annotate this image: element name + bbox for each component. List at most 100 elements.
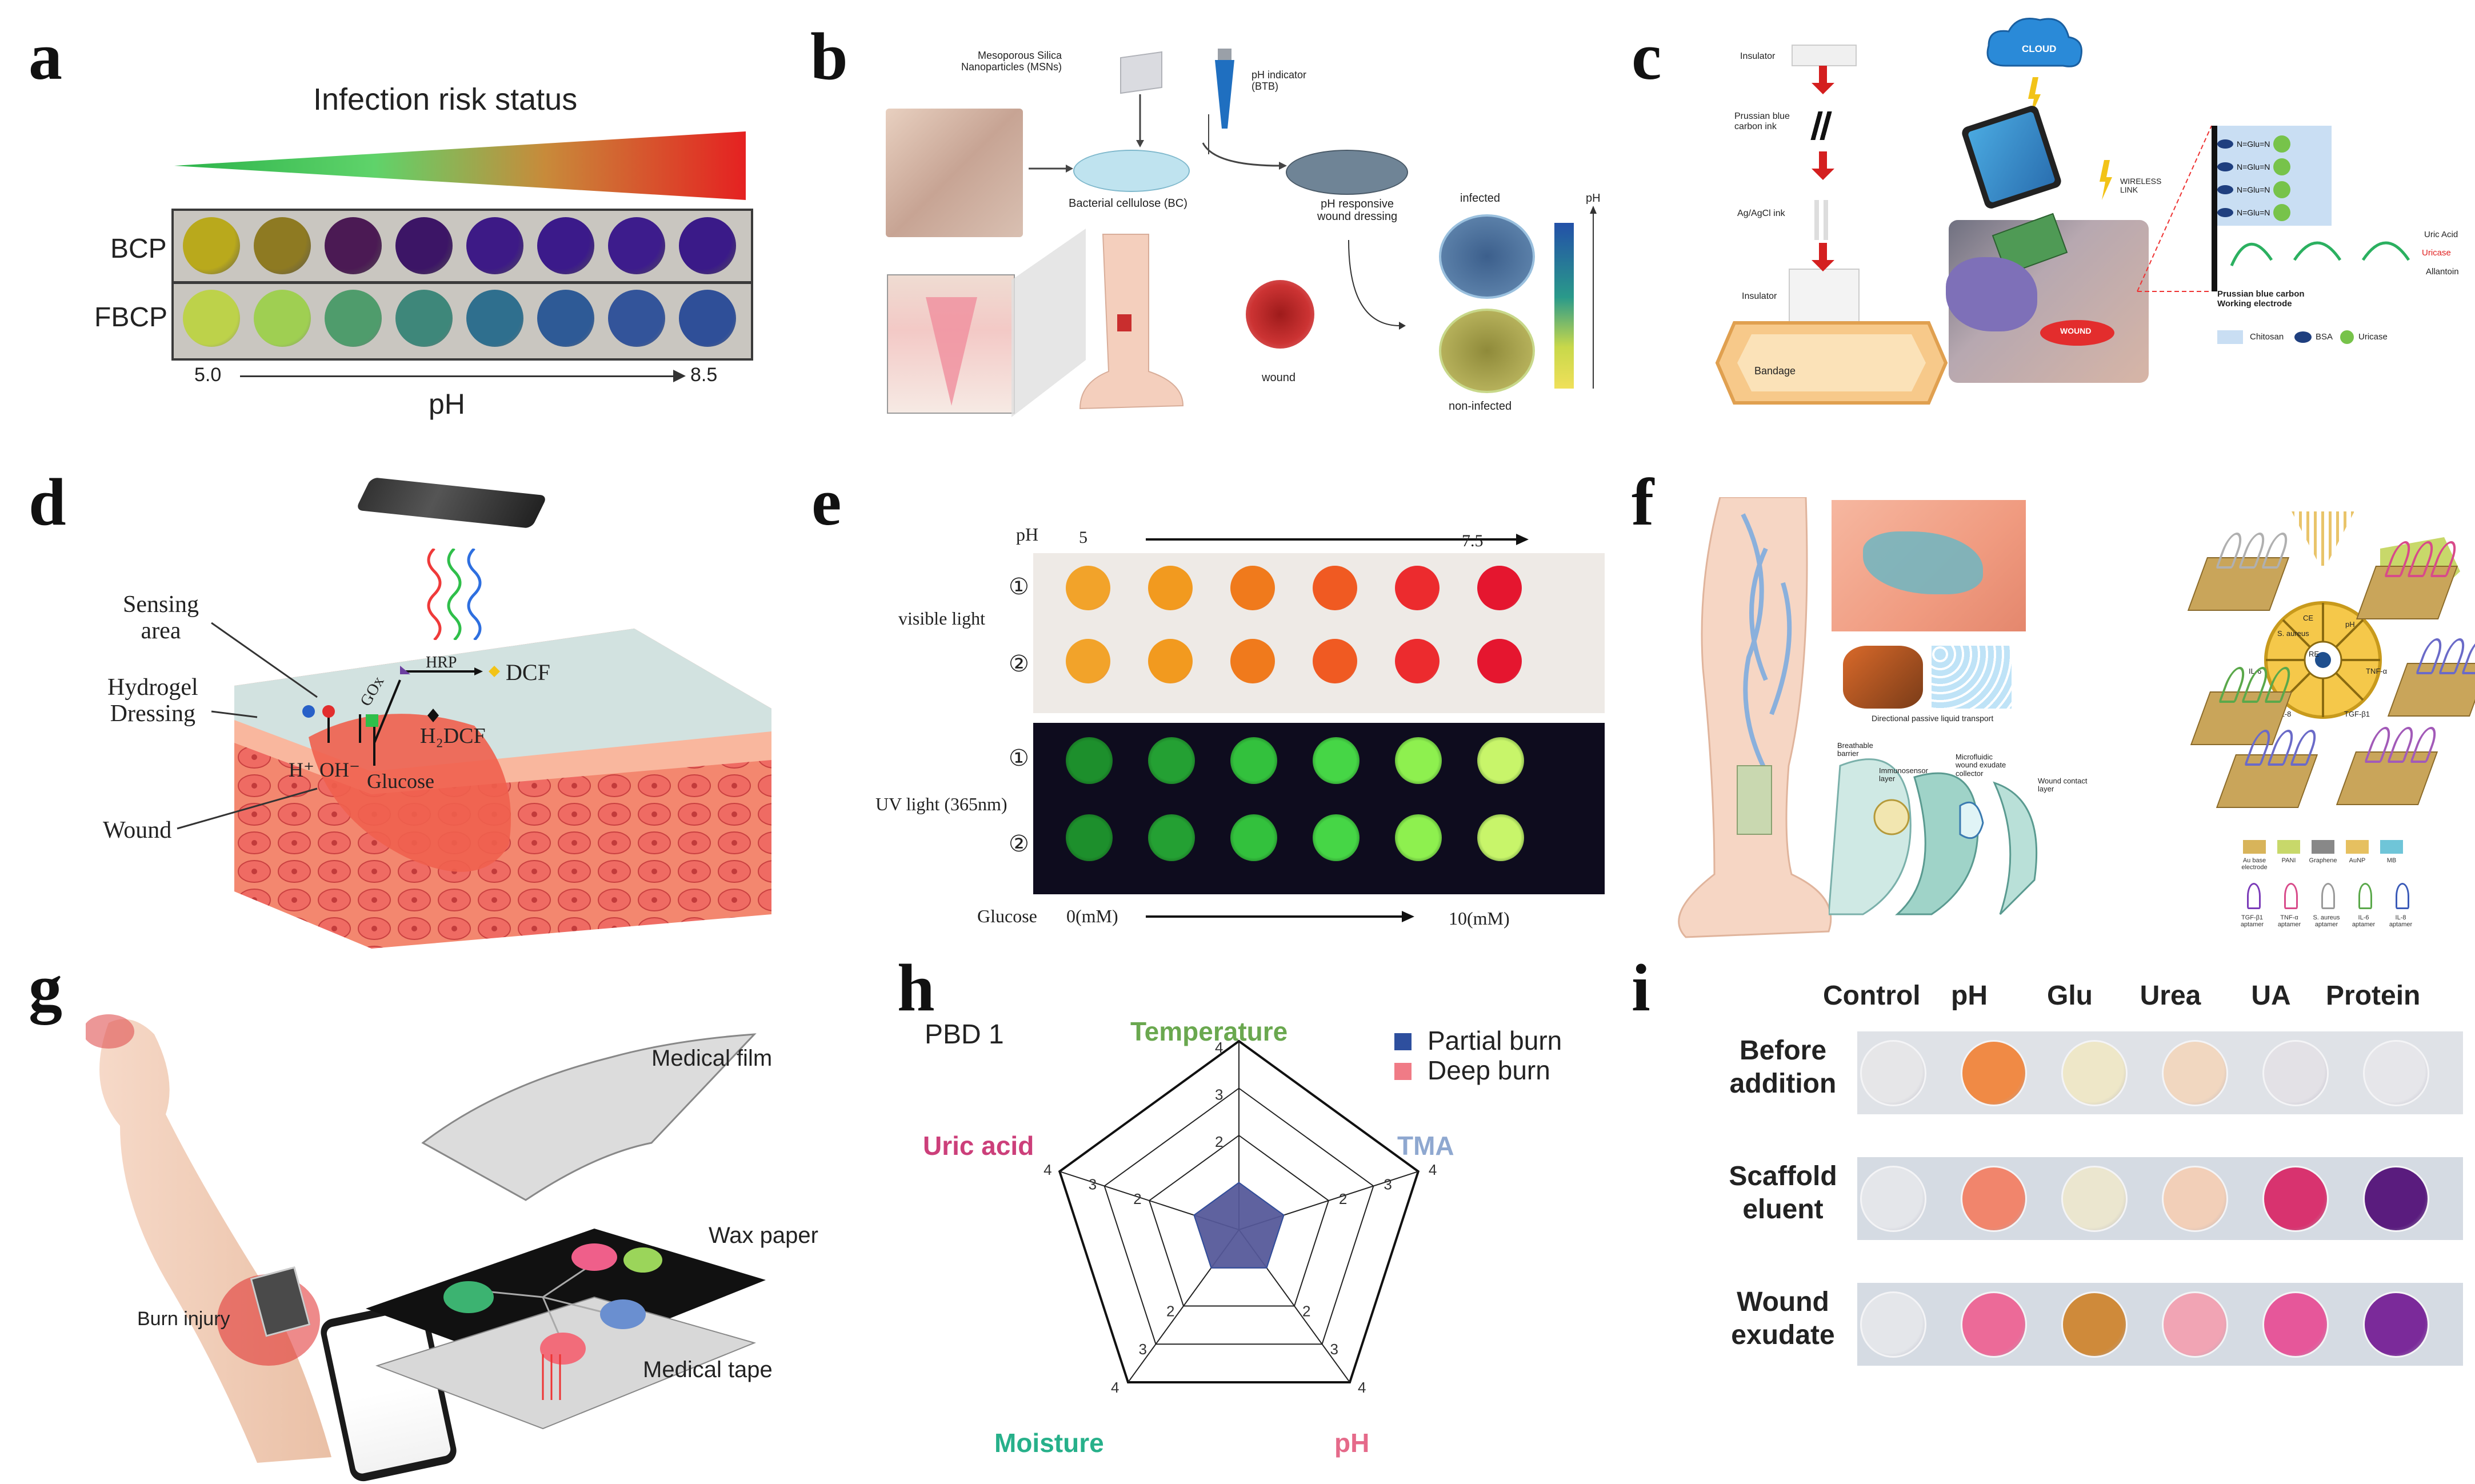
aptamer-loop: [2409, 727, 2440, 763]
radar-grid-ring: [1103, 1087, 1374, 1345]
sample-well: [2061, 1291, 2128, 1358]
visible-well: [1313, 639, 1357, 683]
bsa-node: [2217, 162, 2233, 171]
agagcl-traces: [1814, 200, 1832, 240]
radar-tick-label: 3: [1384, 1176, 1392, 1193]
uric-acid-label: Uric Acid: [2424, 230, 2458, 239]
panel-g: g Burn injury Medical film Wax paper Med…: [0, 949, 857, 1484]
panel-label-d: d: [29, 465, 66, 539]
radar-tick-label: 3: [1139, 1341, 1147, 1358]
wound-label: Wound: [103, 817, 172, 843]
legend-label: Au base electrode: [2241, 857, 2268, 871]
uv-well: [1313, 737, 1360, 784]
aptamer-label: IL-6 aptamer: [2352, 914, 2376, 929]
medical-film-label: Medical film: [651, 1046, 773, 1071]
responsive-dressing-dish: [1286, 150, 1408, 195]
dressing-label: pH responsive wound dressing: [1317, 198, 1398, 223]
chitosan-swatch: [2217, 330, 2243, 344]
risk-gradient-wedge: [174, 131, 746, 200]
uricase-node: [2273, 181, 2291, 198]
visible-well: [1066, 566, 1110, 610]
ph-end: 7.5: [1462, 531, 1484, 550]
uv-well: [1477, 737, 1524, 784]
panel-c: c Insulator Prussian blue carbon ink Ag/…: [1623, 0, 2475, 457]
wound-cone: [926, 297, 977, 406]
electrode-pad: [2336, 727, 2440, 805]
radar-tick-label: 4: [1215, 1039, 1223, 1056]
panel-a: a Infection risk status BCP FBCP 5.0 8.5…: [0, 0, 800, 457]
uv-light-label: UV light (365nm): [875, 794, 1007, 814]
branch-arrow: [1348, 240, 1406, 330]
sample-well: [1961, 1291, 2027, 1358]
bandage-label: Bandage: [1754, 365, 1796, 377]
visible-well: [1066, 639, 1110, 683]
legend-swatch: [2277, 840, 2300, 854]
visible-light-label: visible light: [898, 608, 985, 629]
allantoin-label: Allantoin: [2426, 267, 2459, 277]
glucose-arrow: [1146, 911, 1414, 922]
uricase-node: [2273, 204, 2291, 221]
column-header: UA: [2251, 981, 2291, 1011]
chain-label: N=Glu=N: [2237, 162, 2270, 171]
visible-well: [1313, 566, 1357, 610]
bcp-row-label: BCP: [110, 234, 167, 264]
radar-tick-label: 3: [1215, 1086, 1223, 1103]
column-header: Urea: [2140, 981, 2201, 1011]
process-arrows: [1029, 94, 1287, 173]
uplink-bolt-icon: [2028, 77, 2041, 117]
panel-f: f Directional passive liquid transport B…: [1623, 457, 2475, 949]
zoom-lines: [2137, 125, 2212, 292]
hrp-label: HRP: [426, 654, 457, 671]
aptamer-label: IL-8 aptamer: [2389, 914, 2413, 929]
sample-well: [1860, 1166, 1926, 1232]
insulator-label-1: Insulator: [1740, 51, 1776, 61]
fbcp-well: [395, 290, 453, 347]
medical-tape-label: Medical tape: [643, 1357, 773, 1382]
electrode-pad: [2216, 730, 2320, 808]
sample-well: [1860, 1291, 1926, 1358]
panel-d: d Sensing area Hydrogel Dressing Wound H…: [0, 457, 800, 949]
uv-well: [1395, 814, 1442, 861]
sample-well: [1961, 1040, 2027, 1106]
bsa-label: BSA: [2316, 332, 2333, 342]
bc-label: Bacterial cellulose (BC): [1069, 197, 1187, 210]
wireless-label: WIRELESS LINK: [2120, 177, 2162, 195]
ph-start-label: 5.0: [194, 364, 222, 386]
panel-label-b: b: [810, 19, 848, 94]
cloud-label: CLOUD: [2022, 43, 2057, 54]
wireless-bolt-icon: [2100, 160, 2112, 200]
ph-start: 5: [1079, 528, 1087, 547]
legend-swatch: [2312, 840, 2334, 854]
redox-cycles: [2230, 241, 2410, 266]
radar-tick-label: 4: [1358, 1379, 1366, 1396]
ph-scale-label: pH: [1586, 192, 1601, 205]
legend-swatch: [2243, 840, 2266, 854]
msn-cubes-icon: [1120, 51, 1162, 94]
bsa-swatch: [2294, 331, 2312, 343]
glu-chain-row: N=Glu=N: [2217, 201, 2332, 224]
uv-well: [1395, 737, 1442, 784]
contact-label: Wound contact layer: [2038, 777, 2088, 794]
glucose-label: Glucose: [367, 770, 434, 793]
uricase-swatch: [2340, 330, 2354, 344]
ph-axis-line: [240, 375, 674, 377]
visible-well: [1148, 566, 1193, 610]
radar-tick-label: 4: [1043, 1161, 1051, 1178]
electrode-bar: [2212, 126, 2217, 291]
glucose-end: 10(mM): [1449, 908, 1510, 929]
sensing-area-label: Sensing area: [123, 591, 199, 645]
ph-end-label: 8.5: [690, 364, 718, 386]
legend-swatch-deep: [1394, 1063, 1412, 1080]
chitosan-label: Chitosan: [2250, 332, 2284, 342]
panel-e: e pH 5 7.5 ① visible light ② ① UV light …: [800, 457, 1623, 949]
agagcl-label: Ag/AgCl ink: [1737, 209, 1785, 218]
directional-label: Directional passive liquid transport: [1872, 714, 1994, 723]
panel-label-c: c: [1632, 19, 1662, 94]
sensor-array: [2264, 601, 2382, 719]
row-label: Wound exudate: [1731, 1287, 1835, 1350]
insulator-layer-2: [1789, 269, 1860, 322]
bcp-well: [395, 217, 453, 274]
tnfa-label: TNF-α: [2366, 667, 2388, 675]
sample-strip: [1857, 1283, 2463, 1366]
